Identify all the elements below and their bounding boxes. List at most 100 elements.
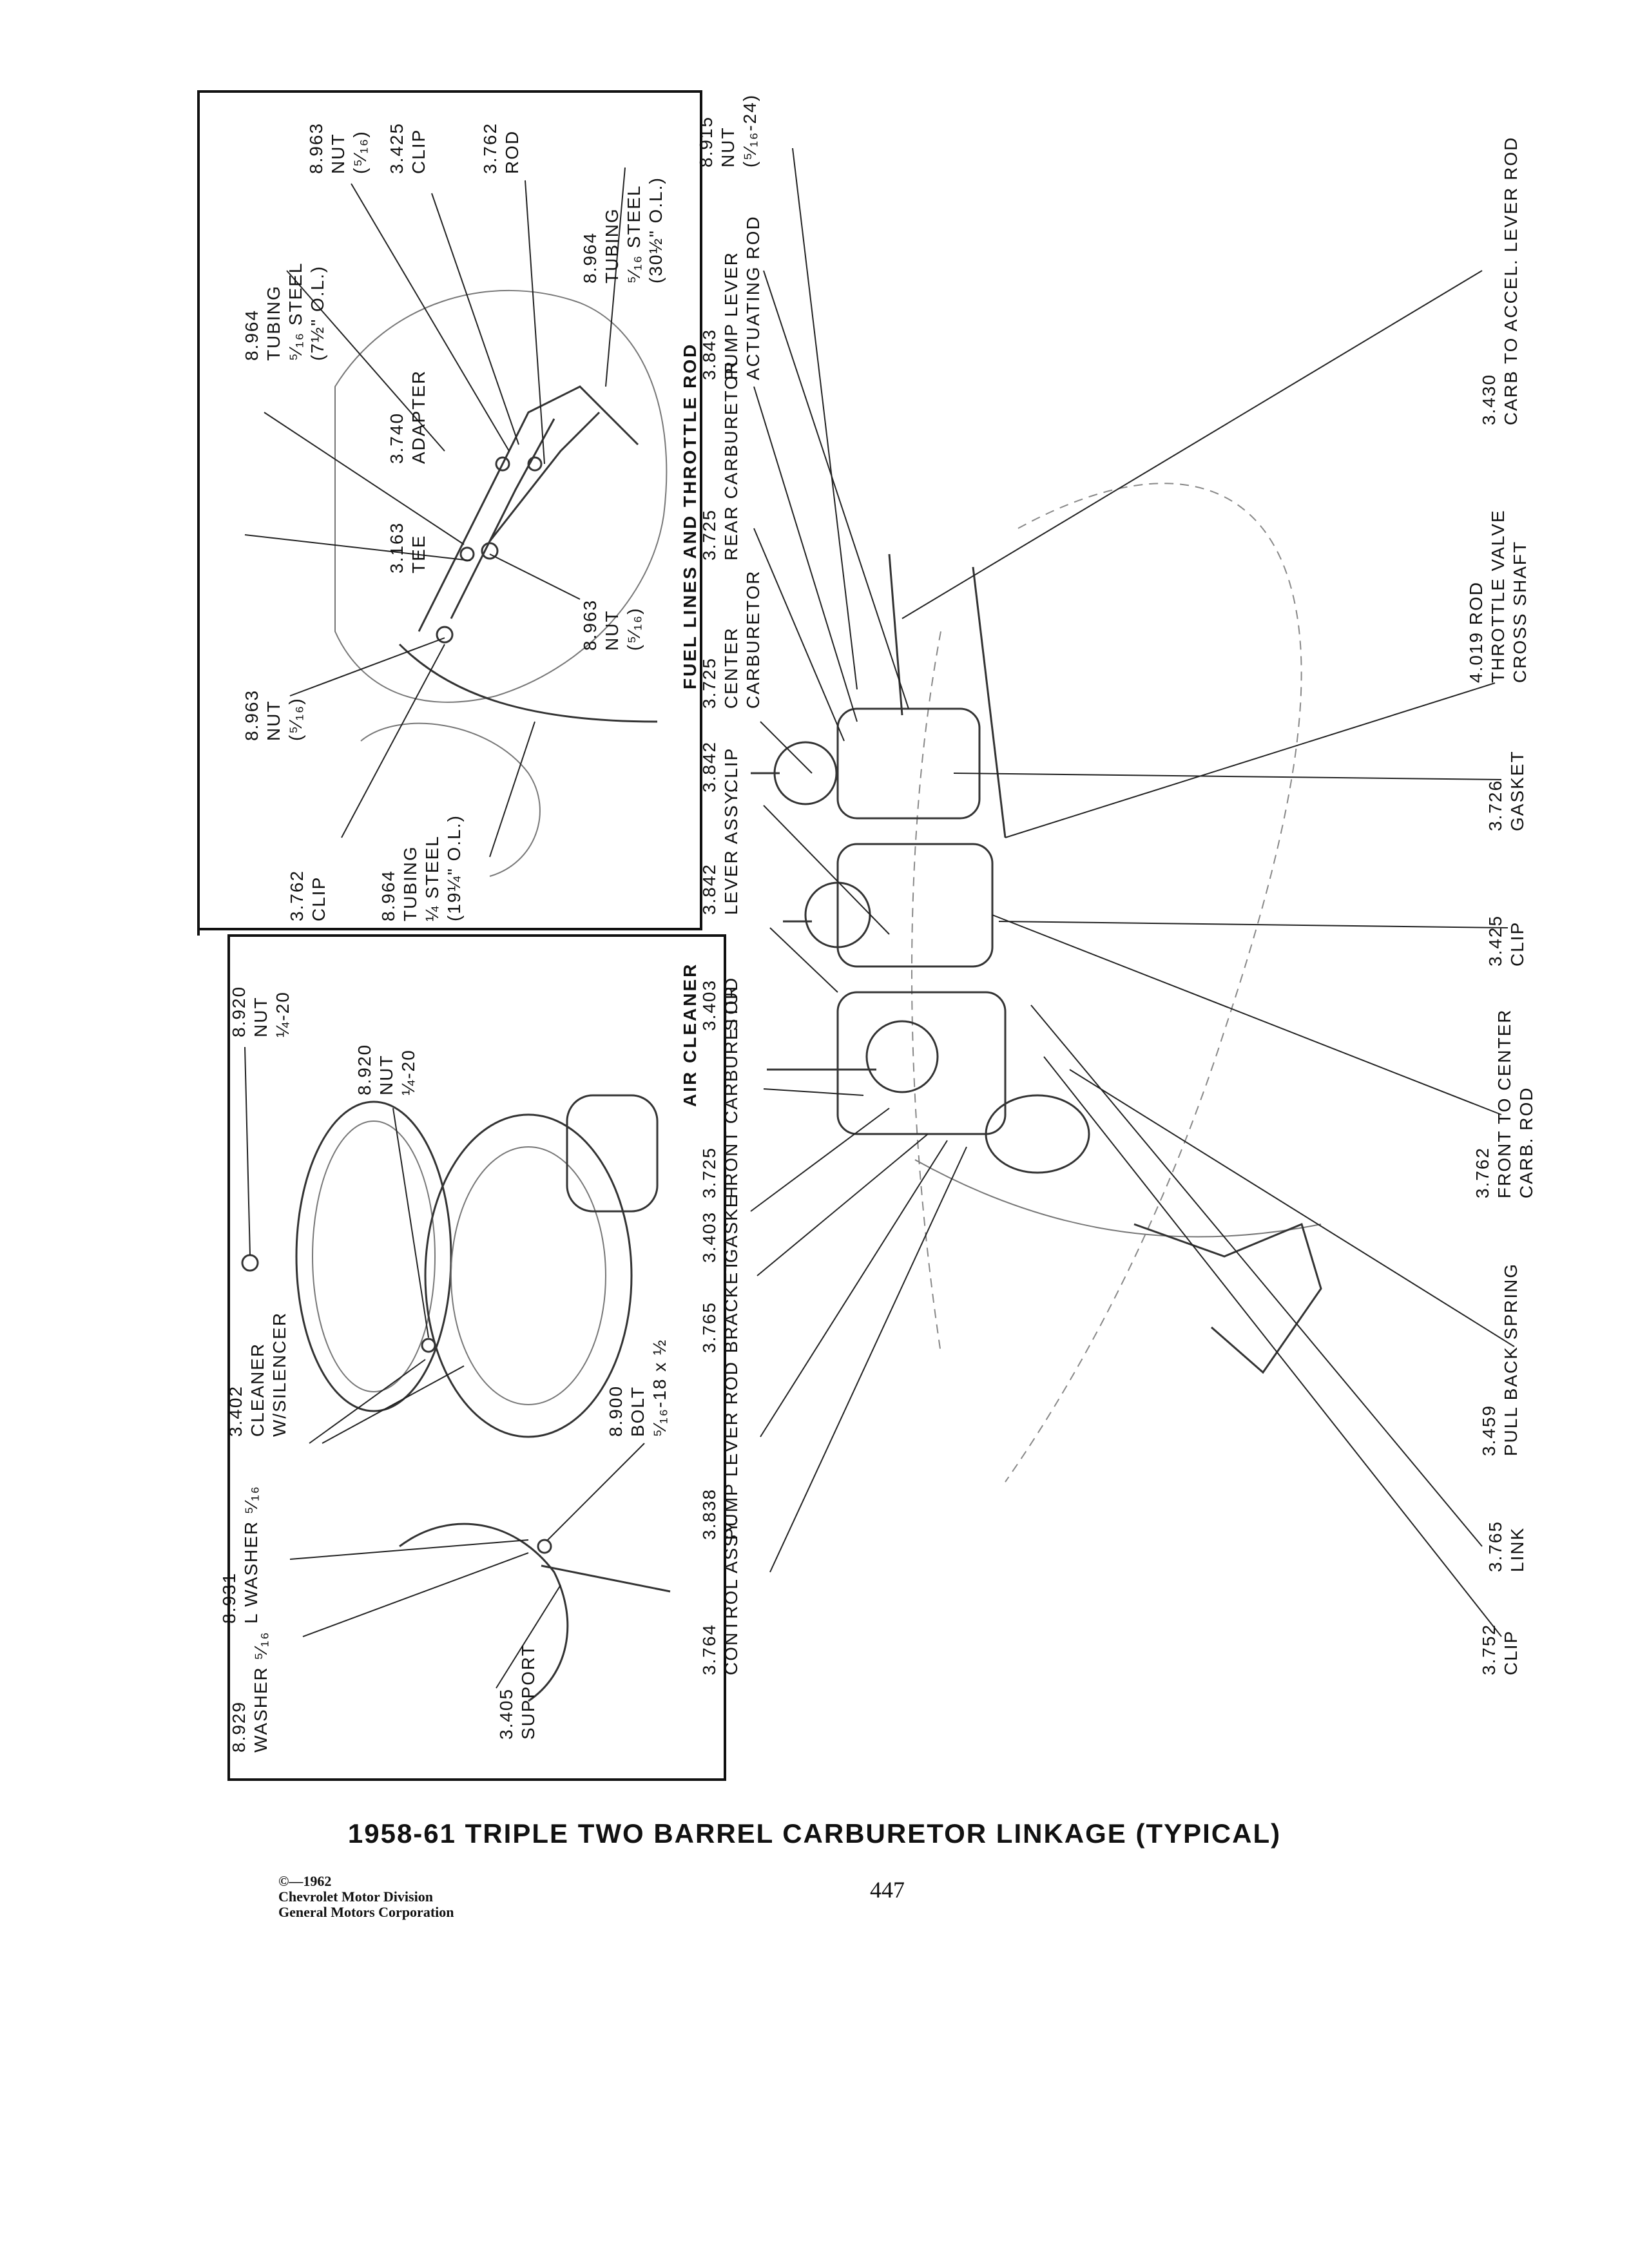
callout-line: 3.842 [699, 741, 719, 793]
callout-line: 8.964 [242, 309, 262, 361]
callout-line: GASKET [1507, 750, 1527, 831]
callout-line: ROD [502, 130, 522, 174]
callout-line: 3.762 [1472, 1147, 1492, 1198]
copyright-line: General Motors Corporation [278, 1904, 454, 1920]
callout-line: CARBURETOR [743, 570, 763, 709]
callout-line: LINK [1507, 1527, 1527, 1572]
callout-line: 3.725 [699, 1147, 719, 1198]
callout-line: TUBING [602, 207, 622, 284]
callout-line: L WASHER ⁵⁄₁₆ [241, 1485, 261, 1624]
callout-line: 3.740 [387, 412, 407, 464]
callout-line: PUMP LEVER [721, 251, 741, 380]
callout-line: 3.726 [1485, 780, 1505, 831]
callout-line: WASHER ⁵⁄₁₆ [251, 1631, 271, 1753]
callout-line: (⁵⁄₁₆) [350, 130, 370, 174]
callout-line: 3.425 [387, 122, 407, 174]
callout-line: THROTTLE VALVE [1488, 509, 1508, 683]
callout-line: NUT [376, 1054, 396, 1095]
callout-line: BRACKET [721, 1259, 741, 1353]
callout-line: 3.842 [699, 863, 719, 915]
callout-line: 3.762 [287, 870, 307, 921]
callout-line: 3.402 [226, 1385, 246, 1437]
callout-line: TUBING [400, 845, 420, 921]
leader-lines [244, 148, 1515, 1689]
callout-line: 3.765 [1485, 1521, 1505, 1572]
callout-line: 8.964 [378, 870, 398, 921]
callout-line: 8.963 [306, 122, 326, 174]
callout-line: ACTUATING ROD [743, 215, 763, 380]
callout-line: 8.920 [229, 986, 249, 1037]
callout-line: 8.964 [580, 232, 600, 284]
air-cleaner-illustration [241, 1094, 671, 1702]
callout-line: NUT [251, 996, 271, 1037]
callout-line: STUD [721, 977, 741, 1031]
callout-line: LEVER ASSY. [721, 787, 741, 915]
callout-line: CENTER [721, 627, 741, 709]
callout-line: CARB TO ACCEL. LEVER ROD [1501, 137, 1521, 425]
callout-line: GASKET [721, 1182, 741, 1263]
callout-line: 4.019 ROD [1466, 581, 1486, 683]
callout-line: SUPPORT [518, 1644, 538, 1740]
inset-frames [197, 90, 726, 1781]
callout-line: TEE [409, 535, 429, 573]
air-cleaner-panel-title: AIR CLEANER [680, 963, 700, 1107]
fuel-lines-illustration [334, 289, 668, 877]
callout-line: (⁵⁄₁₆) [624, 607, 644, 651]
callout-line: 8.900 [606, 1385, 626, 1437]
copyright-line: Chevrolet Motor Division [278, 1888, 433, 1905]
callout-line: 3.762 [480, 122, 500, 174]
callout-line: 8.931 [219, 1572, 239, 1624]
fuel-lines-panel-frame [197, 90, 702, 930]
callout-line: FRONT TO CENTER [1494, 1009, 1514, 1198]
callout-line: CLIP [1501, 1630, 1521, 1675]
copyright-line: ©—1962 [278, 1873, 332, 1889]
callout-line: (⁵⁄₁₆-24) [740, 94, 760, 168]
callout-line: 3.725 [699, 509, 719, 561]
callout-line: ADAPTER [409, 370, 429, 464]
callout-line: NUT [264, 700, 284, 741]
callout-line: ⁵⁄₁₆-18 x ½ [650, 1339, 670, 1437]
page-number: 447 [870, 1877, 905, 1903]
callout-line: ¼-20 [273, 991, 293, 1037]
callout-line: 8.915 [696, 116, 716, 168]
callout-line: 8.929 [229, 1701, 249, 1753]
engine-carburetor-illustration [751, 483, 1322, 1483]
callout-line: 8.963 [242, 689, 262, 741]
callout-line: BOLT [628, 1386, 648, 1437]
callout-line: 3.403 [699, 1211, 719, 1263]
callout-line: FRONT CARBURETOR [721, 985, 741, 1198]
callout-line: CROSS SHAFT [1510, 541, 1530, 683]
callout-line: CARB. ROD [1516, 1086, 1536, 1198]
callout-line: ⁵⁄₁₆ STEEL [624, 184, 644, 284]
callout-line: 3.403 [699, 979, 719, 1031]
callout-line: 3.765 [699, 1302, 719, 1353]
